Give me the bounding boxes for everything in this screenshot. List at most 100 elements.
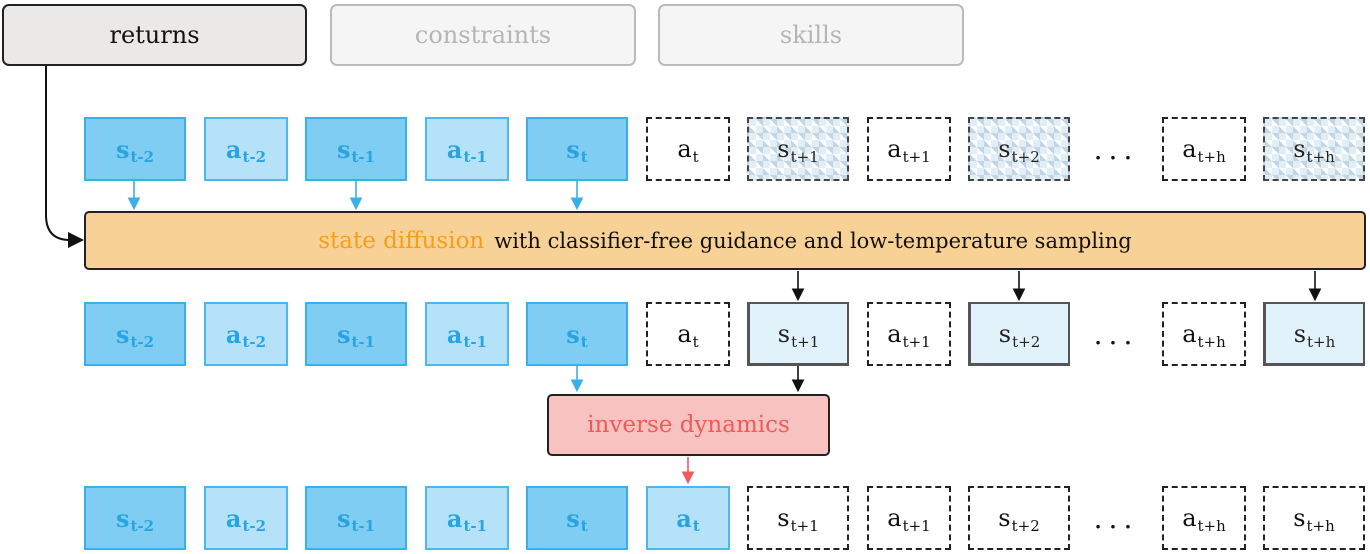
token-subscript: t+2 bbox=[1011, 517, 1040, 535]
token-symbol: a bbox=[887, 320, 902, 348]
ellipsis: ... bbox=[1093, 317, 1139, 351]
token-subscript: t+2 bbox=[1011, 148, 1040, 166]
token-subscript: t+1 bbox=[790, 517, 819, 535]
inverse-dynamics-label: inverse dynamics bbox=[587, 412, 790, 438]
returns-arrow bbox=[45, 66, 84, 248]
token-subscript: t+h bbox=[1197, 148, 1226, 166]
token-subscript: t-2 bbox=[242, 517, 267, 535]
token-symbol: s bbox=[566, 503, 580, 533]
token-symbol: a bbox=[446, 319, 463, 349]
state-diffusion-block: state diffusion with classifier-free gui… bbox=[84, 211, 1366, 270]
token-subscript: t+1 bbox=[902, 148, 931, 166]
token-subscript: t-2 bbox=[130, 333, 155, 351]
token-symbol: s bbox=[1293, 319, 1307, 348]
state-diffusion-description: with classifier-free guidance and low-te… bbox=[494, 228, 1132, 253]
token-subscript: t-2 bbox=[130, 517, 155, 535]
tab-returns[interactable]: returns bbox=[2, 4, 307, 66]
token-subscript: t-1 bbox=[351, 148, 376, 166]
tab-label: returns bbox=[109, 21, 200, 49]
token-subscript: t bbox=[692, 517, 700, 535]
token-symbol: s bbox=[1293, 504, 1306, 532]
token-subscript: t bbox=[692, 148, 699, 166]
token-symbol: a bbox=[225, 503, 242, 533]
token-symbol: a bbox=[1182, 504, 1197, 532]
tab-label: skills bbox=[779, 21, 843, 49]
token-symbol: a bbox=[677, 320, 692, 348]
tab-skills[interactable]: skills bbox=[658, 4, 964, 66]
token-subscript: t bbox=[580, 517, 588, 535]
token-symbol: s bbox=[777, 135, 790, 163]
token-symbol: s bbox=[998, 135, 1011, 163]
token-subscript: t+h bbox=[1307, 332, 1336, 351]
token-subscript: t-2 bbox=[242, 333, 267, 351]
token-symbol: a bbox=[446, 134, 463, 164]
token-subscript: t-1 bbox=[351, 333, 376, 351]
ellipsis: ... bbox=[1093, 132, 1139, 166]
token-symbol: s bbox=[998, 319, 1012, 348]
token-subscript: t+h bbox=[1197, 333, 1226, 351]
token-symbol: s bbox=[115, 134, 130, 164]
token-subscript: t-1 bbox=[463, 517, 488, 535]
token-subscript: t bbox=[692, 333, 699, 351]
token-symbol: s bbox=[115, 319, 130, 349]
inverse-dynamics-block: inverse dynamics bbox=[547, 394, 830, 456]
token-symbol: s bbox=[998, 504, 1011, 532]
tab-label: constraints bbox=[414, 21, 552, 49]
token-subscript: t-2 bbox=[242, 148, 267, 166]
token-symbol: a bbox=[446, 503, 463, 533]
token-subscript: t+1 bbox=[791, 332, 820, 351]
token-symbol: s bbox=[777, 504, 790, 532]
token-subscript: t-1 bbox=[463, 148, 488, 166]
token-subscript: t+h bbox=[1197, 517, 1226, 535]
token-subscript: t+1 bbox=[790, 148, 819, 166]
token-symbol: a bbox=[1182, 320, 1197, 348]
tab-constraints[interactable]: constraints bbox=[330, 4, 636, 66]
token-subscript: t-2 bbox=[130, 148, 155, 166]
token-subscript: t+h bbox=[1306, 148, 1335, 166]
token-symbol: s bbox=[1293, 135, 1306, 163]
ellipsis: ... bbox=[1093, 501, 1139, 535]
token-symbol: a bbox=[677, 135, 692, 163]
token-subscript: t+h bbox=[1306, 517, 1335, 535]
token-subscript: t+2 bbox=[1012, 332, 1041, 351]
token-subscript: t-1 bbox=[351, 517, 376, 535]
token-symbol: s bbox=[336, 503, 351, 533]
token-symbol: s bbox=[777, 319, 791, 348]
state-diffusion-keyword: state diffusion bbox=[318, 227, 485, 254]
token-subscript: t-1 bbox=[463, 333, 488, 351]
token-symbol: s bbox=[566, 319, 580, 349]
token-symbol: s bbox=[336, 134, 351, 164]
